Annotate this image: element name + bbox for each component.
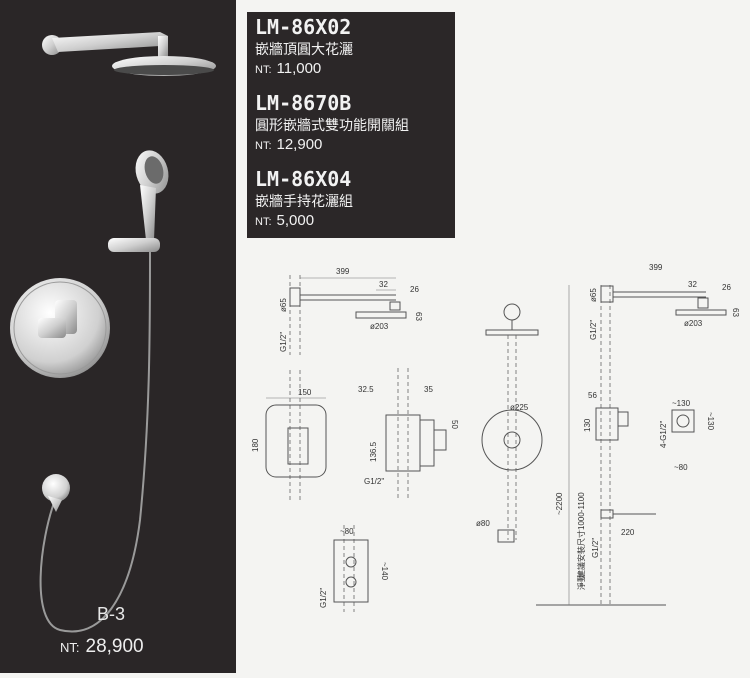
dim-26b: 26 xyxy=(722,283,731,292)
product-name: 嵌牆手持花灑組 xyxy=(255,193,353,209)
front-overview-drawing: ø225 ø80 xyxy=(476,303,543,543)
shower-hose xyxy=(39,251,151,633)
wall-outlet xyxy=(42,474,70,512)
dim-g12b: G1/2" xyxy=(364,477,384,486)
dim-32b: 32 xyxy=(688,280,697,289)
dim-80: ~80 xyxy=(340,527,354,536)
product-name: 圓形嵌牆式雙功能開關組 xyxy=(255,117,409,133)
dim-130: 130 xyxy=(583,418,592,432)
dim-d225: ø225 xyxy=(510,403,529,412)
dim-35: 35 xyxy=(424,385,433,394)
dim-g12e: G1/2" xyxy=(591,538,600,558)
product-photo-panel: B-3 NT: 28,900 xyxy=(0,0,236,673)
dim-d65: ø65 xyxy=(279,298,288,312)
dim-32: 32 xyxy=(379,280,388,289)
model-number: LM-86X02 xyxy=(255,15,352,39)
hand-shower xyxy=(108,150,169,252)
dim-63b: 63 xyxy=(731,308,740,317)
shower-arm xyxy=(42,32,168,58)
mixer-valve xyxy=(10,278,110,378)
price-value: 11,000 xyxy=(276,60,322,77)
dim-80c: ~80 xyxy=(674,463,688,472)
rain-shower-head xyxy=(112,56,216,76)
price-prefix: NT: xyxy=(255,64,272,76)
dim-26: 26 xyxy=(410,285,419,294)
dim-63: 63 xyxy=(414,312,423,321)
dim-150: 150 xyxy=(298,388,312,397)
product-info-box: LM-86X02 嵌牆頂圓大花灑 NT: 11,000 LM-8670B 圓形嵌牆… xyxy=(247,12,455,238)
technical-drawings: 399 32 26 63 ø65 ø203 G1/2" 150 180 32.5… xyxy=(251,263,740,612)
dim-install: 建議安裝尺寸1000-1100 xyxy=(576,492,586,578)
dim-140: ~140 xyxy=(380,562,389,581)
price-prefix: NT: xyxy=(255,140,272,152)
rain-head-drawing: 399 32 26 63 ø65 ø203 G1/2" xyxy=(279,267,423,355)
dim-g12d: G1/2" xyxy=(589,320,598,340)
dim-floor: 淨動 xyxy=(576,574,586,590)
side-overview-drawing: 399 32 26 63 ø203 ø65 G1/2" 56 130 ~2200… xyxy=(536,263,740,606)
set-price: NT: 28,900 xyxy=(60,636,144,658)
product-price: NT: 11,000 xyxy=(255,60,353,79)
dim-d65b: ø65 xyxy=(589,288,598,302)
dim-56: 56 xyxy=(588,391,597,400)
set-price-prefix: NT: xyxy=(60,640,80,655)
dim-399b: 399 xyxy=(649,263,663,272)
wall-box-drawing: ~80 ~140 G1/2" xyxy=(319,525,389,612)
dim-399: 399 xyxy=(336,267,350,276)
dim-g12c: G1/2" xyxy=(319,588,328,608)
set-price-value: 28,900 xyxy=(85,636,144,657)
dim-g12: G1/2" xyxy=(279,332,288,352)
shower-set-illustration xyxy=(10,32,216,633)
dim-220: 220 xyxy=(621,528,635,537)
price-value: 5,000 xyxy=(276,212,315,229)
dim-d203b: ø203 xyxy=(684,319,703,328)
dim-50: 50 xyxy=(450,420,459,429)
model-number: LM-86X04 xyxy=(255,167,352,191)
valve-drawing: 150 180 32.5 35 136.5 50 G1/2" xyxy=(251,368,459,500)
product-item: LM-86X04 嵌牆手持花灑組 NT: 5,000 xyxy=(255,168,353,231)
dim-d80: ø80 xyxy=(476,519,490,528)
price-value: 12,900 xyxy=(276,136,323,153)
dim-130b: ~130 xyxy=(706,412,715,431)
dim-136-5: 136.5 xyxy=(369,441,378,462)
dim-2200: ~2200 xyxy=(555,492,564,515)
model-number: LM-8670B xyxy=(255,91,352,115)
product-price: NT: 5,000 xyxy=(255,212,353,231)
dim-180: 180 xyxy=(251,438,260,452)
price-prefix: NT: xyxy=(255,216,272,228)
product-item: LM-8670B 圓形嵌牆式雙功能開關組 NT: 12,900 xyxy=(255,92,409,155)
dim-130a: ~130 xyxy=(672,399,691,408)
dim-32-5: 32.5 xyxy=(358,385,374,394)
product-price: NT: 12,900 xyxy=(255,136,409,155)
product-name: 嵌牆頂圓大花灑 xyxy=(255,41,353,57)
product-item: LM-86X02 嵌牆頂圓大花灑 NT: 11,000 xyxy=(255,16,353,79)
dim-d203: ø203 xyxy=(370,322,389,331)
set-label: B-3 xyxy=(97,604,126,624)
dim-g412: 4-G1/2" xyxy=(659,421,668,448)
